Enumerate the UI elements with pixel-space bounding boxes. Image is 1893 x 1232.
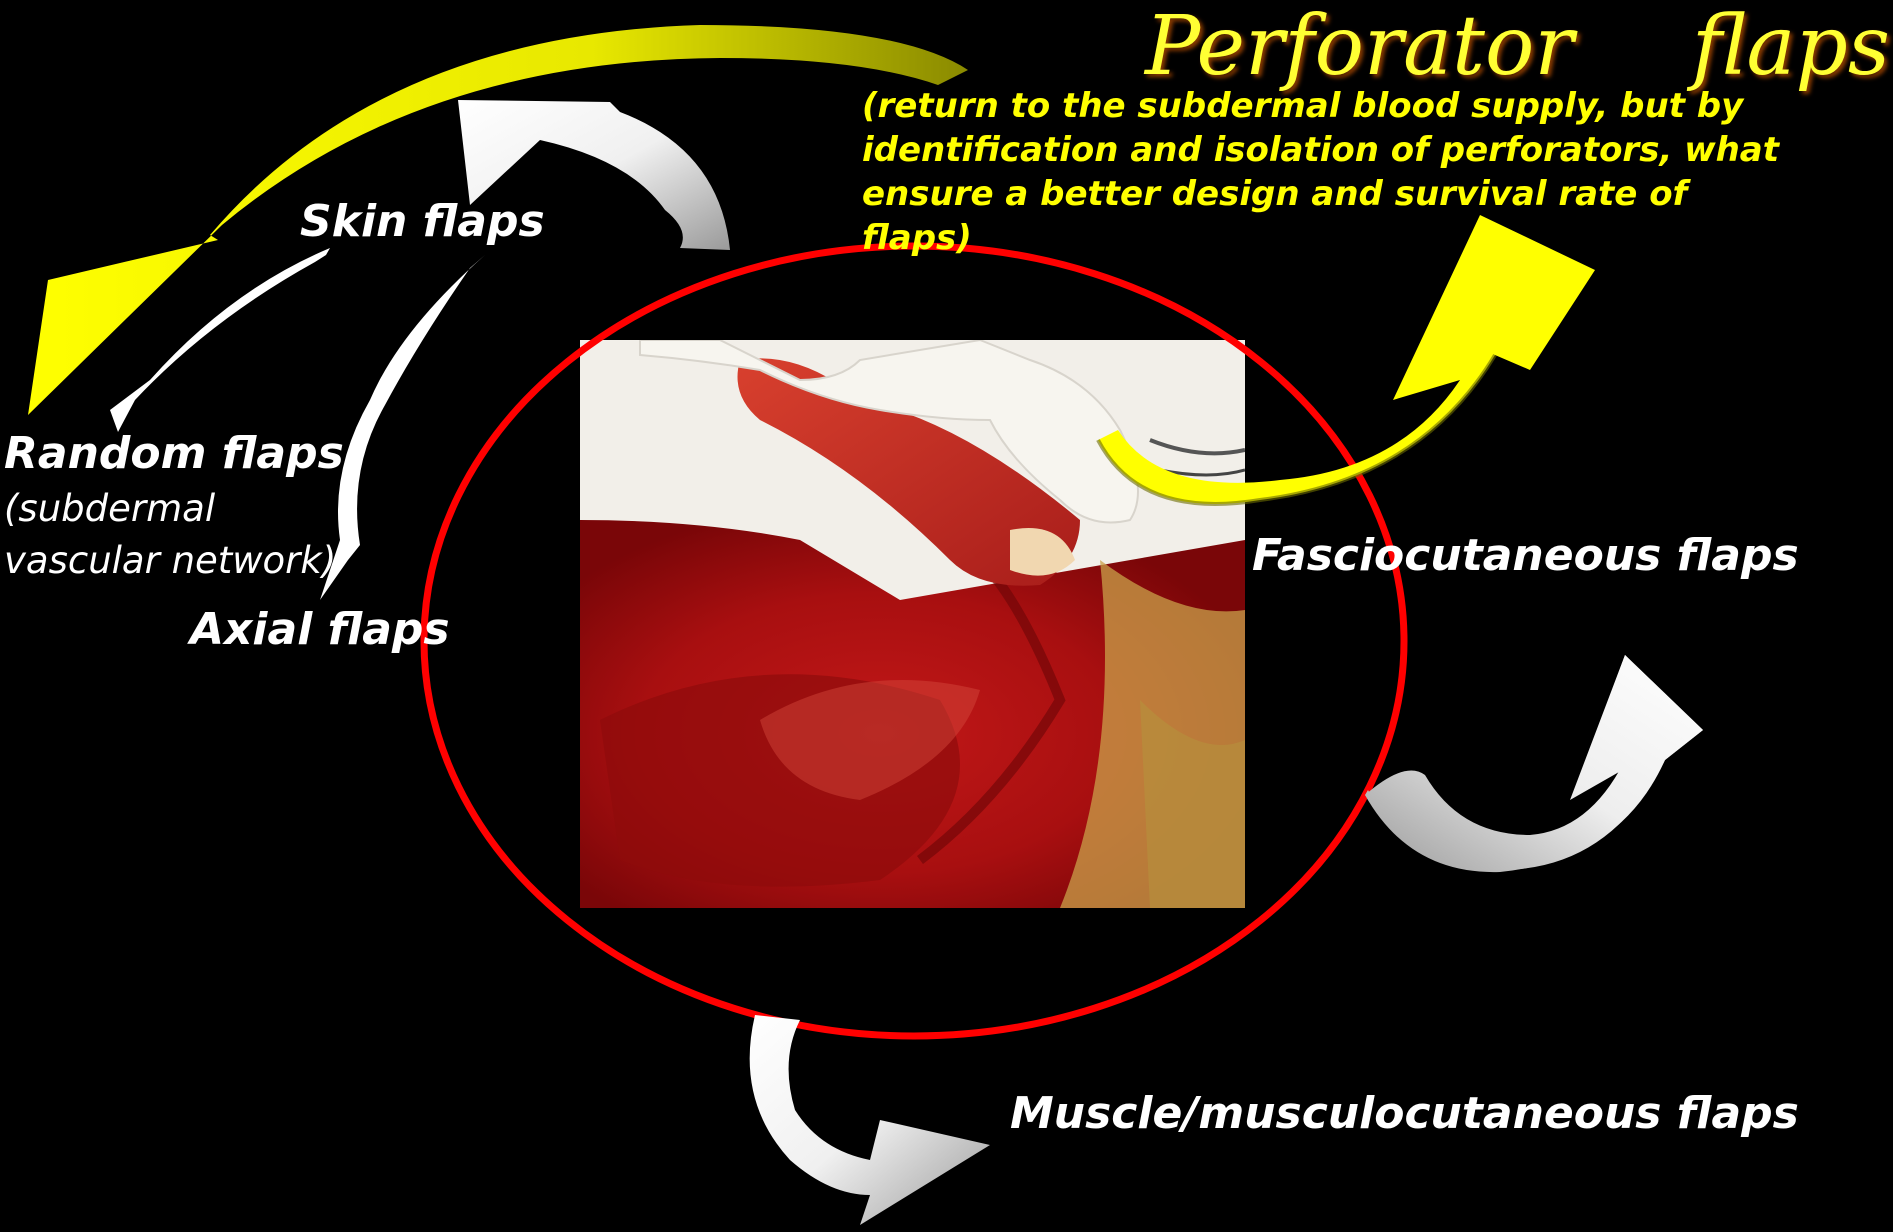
perforator-description: (return to the subdermal blood supply, b… bbox=[862, 84, 1779, 260]
label-muscle-flaps: Muscle/musculocutaneous flaps bbox=[1010, 1088, 1799, 1139]
white-arrow-right-body bbox=[1365, 655, 1703, 872]
surgical-photo bbox=[580, 340, 1245, 908]
perforator-flaps-title: Perforator flaps bbox=[1145, 2, 1890, 92]
title-word-flaps: flaps bbox=[1692, 2, 1890, 92]
thin-arrow-skin-to-axial bbox=[320, 255, 485, 600]
label-random-flaps: Random flaps bbox=[4, 428, 344, 479]
white-arrow-bottom bbox=[750, 1015, 990, 1225]
label-random-sub-1: (subdermal bbox=[4, 483, 215, 535]
label-axial-flaps: Axial flaps bbox=[190, 604, 450, 655]
label-fasciocutaneous-flaps: Fasciocutaneous flaps bbox=[1252, 530, 1799, 581]
label-random-sub-2: vascular network) bbox=[4, 535, 336, 587]
label-skin-flaps: Skin flaps bbox=[300, 196, 545, 247]
title-word-perforator: Perforator bbox=[1145, 2, 1574, 92]
